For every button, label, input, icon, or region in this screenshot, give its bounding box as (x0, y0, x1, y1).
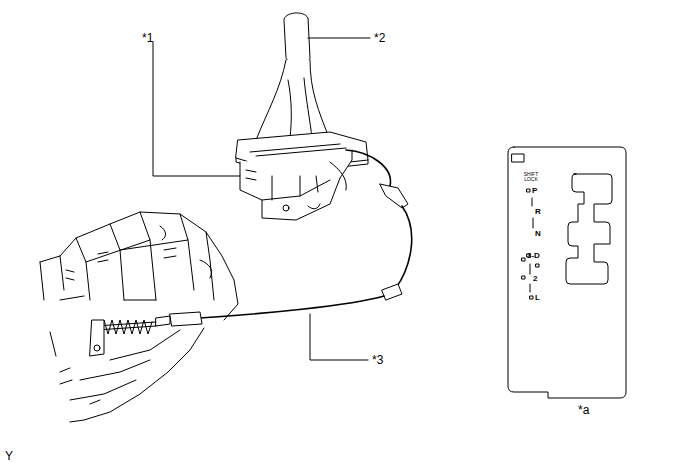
shift-cable (396, 206, 412, 288)
cable-grommet (382, 284, 402, 300)
gate-plate (508, 147, 626, 398)
indicator-lamp (527, 189, 530, 192)
indicator-lamp (522, 258, 525, 261)
view-mark: Y (5, 450, 13, 462)
transmission-detail (60, 212, 214, 400)
cable-rod (96, 322, 156, 330)
transmission-case (40, 212, 238, 422)
indicator-lamp (536, 264, 539, 267)
gate-position: 2 (533, 275, 537, 283)
gate-position: 3-D (527, 252, 540, 260)
gate-position: R (535, 208, 541, 216)
callout-number: *a (578, 404, 589, 416)
callout-number: *2 (374, 32, 385, 44)
shift-cable (200, 296, 384, 318)
indicator-lamp (530, 296, 533, 299)
boot-fold (288, 78, 312, 138)
gate-position: L (535, 294, 540, 302)
cable-end-sleeve (156, 312, 202, 326)
callout-number: *1 (142, 32, 153, 44)
leader-line (308, 38, 370, 39)
transmission-ribs (60, 248, 176, 404)
shift-cable (346, 150, 390, 186)
shift-lock-cover (512, 154, 524, 162)
gate-slot (566, 174, 612, 284)
gate-position: P (532, 187, 537, 195)
shift-knob (284, 13, 310, 63)
wire-harness (330, 162, 346, 190)
shifter-housing (240, 150, 352, 220)
gate-bracket (530, 198, 533, 292)
leader-line (153, 42, 240, 176)
callout-number: *3 (372, 354, 383, 366)
cable-bracket (380, 184, 408, 208)
housing-bolt (283, 205, 289, 211)
gate-position: N (535, 230, 541, 238)
leader-line (310, 314, 368, 360)
housing-detail (246, 170, 330, 209)
lever-nut (94, 345, 100, 351)
shift-boot (256, 60, 330, 140)
control-lever (90, 320, 104, 356)
indicator-lamp (522, 276, 525, 279)
shift-lock-text: SHIFT LOCK (523, 172, 539, 183)
